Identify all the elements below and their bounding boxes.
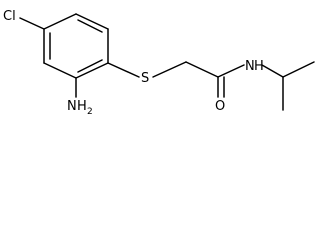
oxygen-label: O <box>215 99 225 114</box>
ring-bond-c1-c6 <box>75 13 109 30</box>
bond-isopropyl-methyl-up <box>282 61 315 78</box>
bond-methylene-carbonyl <box>185 61 219 78</box>
amine-hydrogen-label: H <box>77 99 87 114</box>
bond-carbonyl-nitrogen <box>217 64 245 78</box>
amine-hydrogen-count: 2 <box>87 107 93 117</box>
structure-diagram: Cl S O N H N H 2 <box>3 9 315 117</box>
amide-nitrogen-label: N <box>245 59 255 74</box>
molecule-drawing: Cl S O N H N H 2 <box>3 9 315 117</box>
bond-ring-chlorine <box>19 17 45 30</box>
sulfur-label: S <box>141 71 149 86</box>
amine-nitrogen-label: N <box>67 99 77 114</box>
ring-inner-bond-c4-c5 <box>77 59 103 73</box>
bond-ring-sulfur <box>107 62 140 78</box>
ring-inner-bond-c1-c6 <box>77 19 103 33</box>
bond-sulfur-methylene <box>152 61 187 78</box>
ring-bond-c3-c4 <box>43 62 77 79</box>
amide-hydrogen-label: H <box>254 59 264 74</box>
chlorine-label: Cl <box>3 9 16 24</box>
ring-bond-c1-c2 <box>43 13 77 30</box>
bond-nitrogen-isopropyl <box>261 64 284 78</box>
ring-bond-c4-c5 <box>75 62 109 79</box>
